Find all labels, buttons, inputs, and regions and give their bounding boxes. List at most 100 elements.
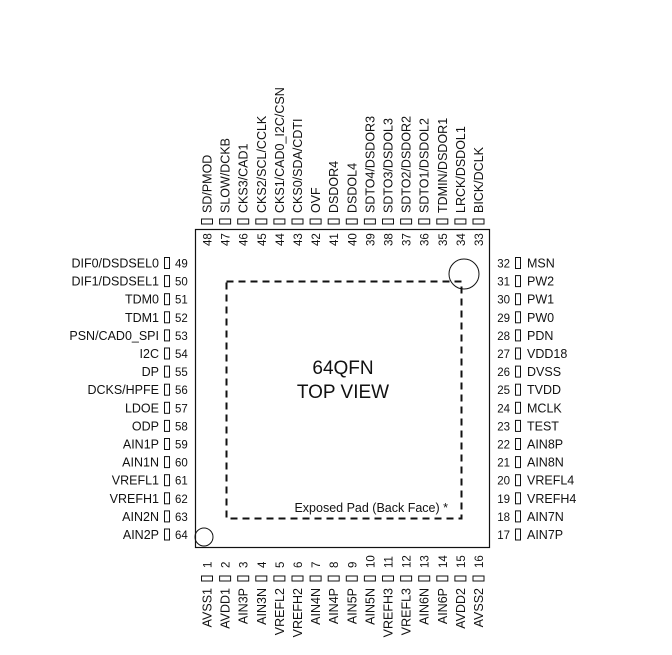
- pin-number-49: 49: [175, 259, 188, 271]
- pin-name-45: CKS2/SCL/CCLK: [255, 115, 269, 213]
- pin-name-47: SLOW/DCKB: [219, 138, 233, 213]
- pin-name-20: VREFL4: [527, 474, 574, 488]
- pin-number-44: 44: [275, 233, 287, 246]
- pin-name-13: AIN6N: [418, 588, 432, 625]
- pin-number-30: 30: [497, 295, 510, 307]
- pin-pad-46: [237, 218, 250, 225]
- pin-pad-2: [219, 575, 232, 582]
- pin-pad-57: [164, 401, 170, 414]
- pin-pad-53: [164, 329, 170, 342]
- pin-number-8: 8: [329, 562, 341, 568]
- pin-number-27: 27: [497, 349, 510, 361]
- pin-number-22: 22: [497, 440, 510, 452]
- pin-name-46: CKS3/CAD1: [237, 143, 251, 213]
- pin-name-33: BICK/DCLK: [472, 146, 486, 213]
- pin1-orientation-marker-large: [448, 258, 480, 290]
- pin-pad-42: [309, 218, 322, 225]
- top-view-label: TOP VIEW: [297, 382, 389, 403]
- pin-number-50: 50: [175, 277, 188, 289]
- pin-number-34: 34: [456, 233, 468, 246]
- pin-number-42: 42: [311, 233, 323, 246]
- pin-number-38: 38: [384, 233, 396, 246]
- pin-pad-8: [327, 575, 340, 582]
- pin-pad-37: [400, 218, 413, 225]
- pin-pad-17: [515, 528, 521, 541]
- pin-number-35: 35: [438, 233, 450, 246]
- pin-name-41: DSDOR4: [327, 161, 341, 213]
- pin-name-44: CKS1/CAD0_I2C/CSN: [273, 87, 287, 213]
- pin-name-63: AIN2N: [122, 510, 159, 524]
- pin-name-40: DSDOL4: [345, 163, 359, 213]
- pin-pad-32: [515, 257, 521, 269]
- pin-pad-16: [472, 575, 485, 582]
- pin-name-8: AIN4P: [327, 588, 341, 624]
- pin-number-40: 40: [347, 233, 359, 246]
- pin-pad-40: [345, 218, 358, 225]
- pin-name-2: AVDD1: [219, 588, 233, 629]
- pin-name-43: CKS0/SDA/CDTI: [291, 119, 305, 213]
- pin-number-11: 11: [384, 556, 396, 568]
- pin-pad-58: [164, 419, 170, 432]
- pin-pad-4: [255, 575, 268, 582]
- pin-pad-28: [515, 329, 521, 342]
- pin-number-21: 21: [497, 458, 510, 470]
- pin-number-62: 62: [175, 494, 188, 506]
- pin-number-64: 64: [175, 530, 188, 542]
- pin-pad-26: [515, 365, 521, 378]
- pin-pad-34: [454, 218, 467, 225]
- pin-pad-30: [515, 293, 521, 306]
- pin-pad-15: [454, 575, 467, 582]
- pin-pad-21: [515, 456, 521, 469]
- pin-name-61: VREFL1: [112, 474, 159, 488]
- pin-number-13: 13: [420, 555, 432, 568]
- pin-name-52: TDM1: [125, 311, 159, 325]
- pin-name-64: AIN2P: [123, 528, 159, 542]
- pin-number-19: 19: [497, 494, 510, 506]
- package-name-label: 64QFN: [312, 358, 373, 379]
- pin-pad-12: [400, 575, 413, 582]
- pin-pad-6: [291, 575, 304, 582]
- pin-number-17: 17: [497, 530, 510, 542]
- pin-number-39: 39: [365, 233, 377, 246]
- pin-pad-7: [309, 575, 322, 582]
- pin-name-24: MCLK: [527, 401, 562, 415]
- pin-name-7: AIN4N: [309, 588, 323, 625]
- pin-number-59: 59: [175, 440, 188, 452]
- pin-number-48: 48: [203, 233, 215, 246]
- pin-pad-36: [418, 218, 431, 225]
- pin-pad-10: [363, 575, 376, 582]
- pin-pad-13: [418, 575, 431, 582]
- pin-pad-47: [219, 218, 232, 225]
- pin-name-58: ODP: [132, 419, 159, 433]
- pin-pad-43: [291, 218, 304, 225]
- pin-pad-56: [164, 383, 170, 396]
- pin-pad-44: [273, 218, 286, 225]
- pin-number-7: 7: [311, 562, 323, 568]
- pin-number-58: 58: [175, 421, 188, 433]
- pin-number-10: 10: [365, 555, 377, 568]
- pin-pad-45: [255, 218, 268, 225]
- pin-name-34: LRCK/DSDOL1: [454, 126, 468, 213]
- pin-pad-23: [515, 419, 521, 432]
- pin-pad-18: [515, 510, 521, 523]
- pin-pad-35: [436, 218, 449, 225]
- pin-name-21: AIN8N: [527, 456, 564, 470]
- pin-name-23: TEST: [527, 419, 559, 433]
- pin-number-20: 20: [497, 476, 510, 488]
- pin-number-32: 32: [497, 259, 510, 271]
- pin-number-41: 41: [329, 233, 341, 246]
- pin-name-12: VREFL3: [400, 588, 414, 635]
- pin-name-39: SDTO4/DSDOR3: [363, 116, 377, 213]
- pin-name-25: TVDD: [527, 383, 561, 397]
- pin-pad-41: [327, 218, 340, 225]
- pin-pad-24: [515, 401, 521, 414]
- pin-name-48: SD/PMOD: [201, 155, 215, 213]
- pin-number-46: 46: [239, 233, 251, 246]
- pin-pad-54: [164, 347, 170, 360]
- pin-number-2: 2: [221, 562, 233, 568]
- pin-name-18: AIN7N: [527, 510, 564, 524]
- pin-name-32: MSN: [527, 257, 555, 271]
- pin-pad-27: [515, 347, 521, 360]
- pin-number-63: 63: [175, 512, 188, 524]
